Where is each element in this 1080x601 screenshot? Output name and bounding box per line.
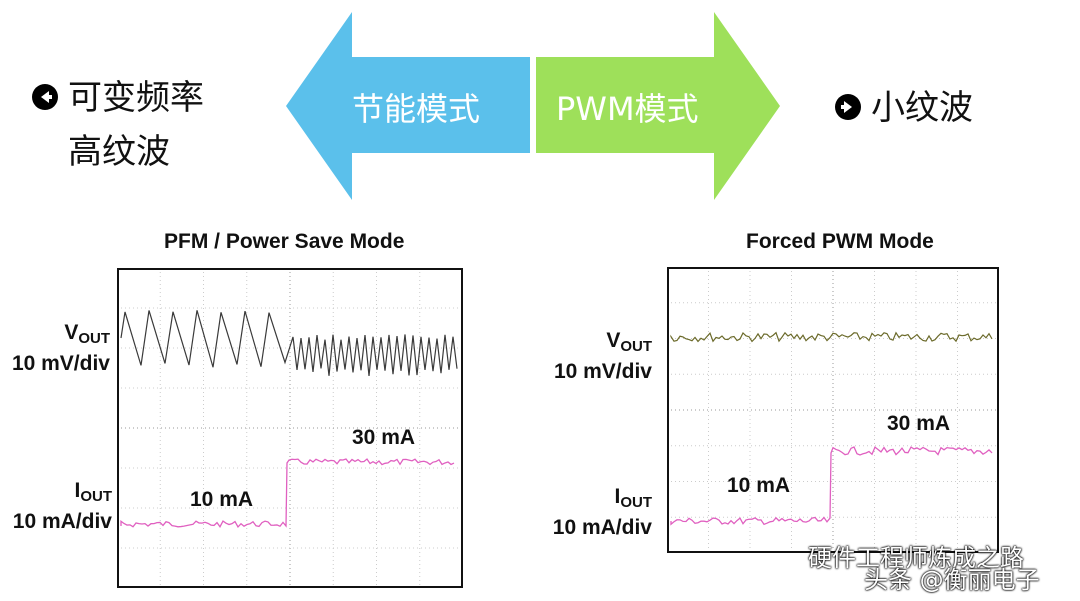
watermark-source: 头条 @衡丽电子	[864, 566, 1040, 594]
pwm-high-current-label: 30 mA	[887, 412, 951, 435]
small-ripple-text: 小纹波	[835, 80, 973, 129]
pwm-vout-scale: 10 mV/div	[553, 360, 652, 383]
mode-arrows	[286, 12, 780, 200]
variable-frequency-label: 可变频率	[68, 78, 204, 118]
pwm-iout-trace	[670, 446, 993, 526]
high-ripple-text: 高纹波	[68, 132, 170, 172]
pfm-iout-trace	[120, 458, 455, 529]
variable-frequency-text: 可变频率	[32, 70, 204, 119]
pfm-iout-scale: 10 mA/div	[12, 510, 112, 533]
pfm-high-current-label: 30 mA	[352, 426, 416, 449]
power-save-arrow	[286, 12, 530, 200]
pwm-iout-scale: 10 mA/div	[552, 516, 652, 539]
arrow-left-circle-icon	[32, 83, 58, 110]
pfm-oscilloscope	[117, 268, 463, 588]
watermark-channel: 硬件工程师炼成之路	[808, 544, 1024, 572]
pfm-scope-title: PFM / Power Save Mode	[164, 230, 405, 253]
power-save-mode-label: 节能模式	[352, 90, 481, 128]
pwm-iout-label: IOUT 10 mA/div	[552, 485, 652, 539]
pfm-low-current-label: 10 mA	[190, 488, 254, 511]
pwm-oscilloscope	[667, 267, 999, 553]
pfm-vout-label: VOUT 10 mV/div	[11, 321, 110, 375]
pfm-vout-scale: 10 mV/div	[11, 352, 110, 375]
small-ripple-label: 小纹波	[871, 88, 973, 128]
pwm-vout-label: VOUT 10 mV/div	[553, 329, 652, 383]
pfm-iout-label: IOUT 10 mA/div	[12, 479, 112, 533]
pfm-grid	[117, 268, 463, 588]
pwm-vout-trace	[670, 331, 993, 343]
arrow-right-circle-icon	[835, 93, 861, 120]
pwm-mode-label: PWM模式	[556, 90, 699, 128]
pwm-grid	[667, 267, 999, 553]
pwm-arrow	[536, 12, 780, 200]
pfm-vout-trace	[120, 310, 458, 376]
pwm-low-current-label: 10 mA	[727, 474, 791, 497]
pwm-scope-title: Forced PWM Mode	[746, 230, 934, 253]
